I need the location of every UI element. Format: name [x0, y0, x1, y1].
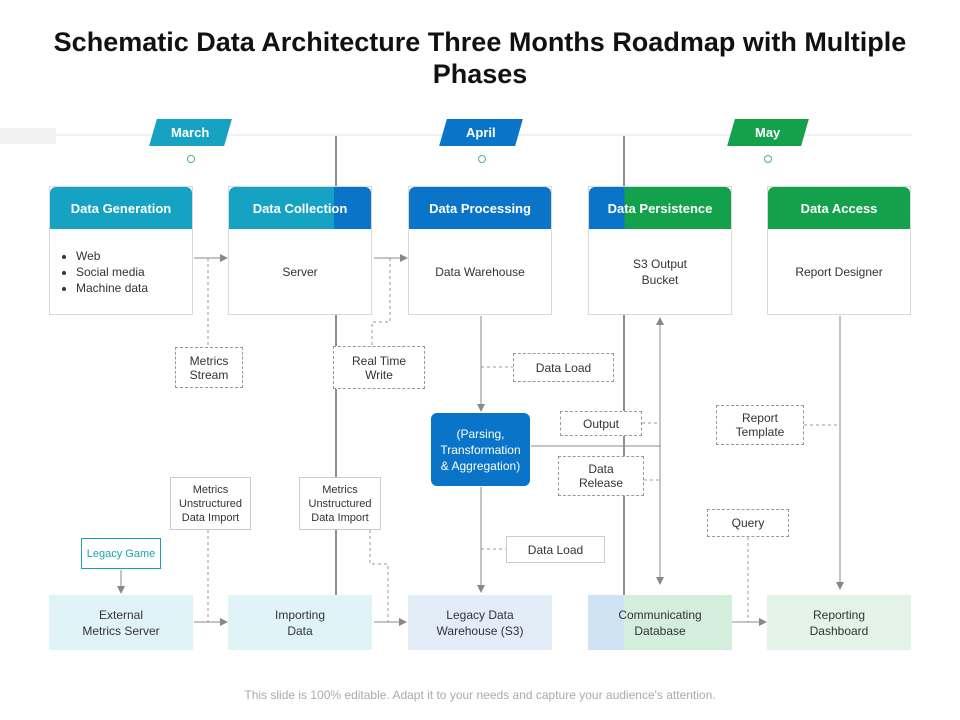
processing-step-box: (Parsing, Transformation & Aggregation)	[431, 413, 530, 486]
phase-title: Data Generation	[50, 187, 192, 229]
label-data-release: Data Release	[558, 456, 644, 496]
phase-title: Data Collection	[229, 187, 371, 229]
reporting-dashboard-box: Reporting Dashboard	[767, 595, 911, 650]
phase-body: S3 Output Bucket	[632, 256, 688, 287]
month-label: March	[171, 125, 210, 140]
external-metrics-server-box: External Metrics Server	[49, 595, 193, 650]
label-metrics-stream: Metrics Stream	[175, 347, 243, 388]
phase-card-data-processing: Data Processing Data Warehouse	[408, 186, 552, 315]
timeline-dot	[187, 155, 195, 163]
phase-card-data-persistence: Data Persistence S3 Output Bucket	[588, 186, 732, 315]
phase-title: Data Access	[768, 187, 910, 229]
bullet-list: Web Social media Machine data	[50, 248, 192, 296]
timeline-dot	[478, 155, 486, 163]
list-item: Machine data	[76, 280, 192, 296]
dashed-connector	[371, 258, 391, 346]
label-query: Query	[707, 509, 789, 537]
phase-body: Web Social media Machine data	[50, 229, 192, 314]
phase-body: Server	[282, 264, 318, 279]
phase-body: Report Designer	[795, 264, 883, 279]
importing-data-box: Importing Data	[228, 595, 372, 650]
footer-note: This slide is 100% editable. Adapt it to…	[244, 688, 716, 702]
timeline-start-tab	[0, 128, 56, 144]
label-report-template: Report Template	[716, 405, 804, 445]
month-label: May	[755, 125, 781, 140]
label-real-time-write: Real Time Write	[333, 346, 425, 389]
phase-title: Data Persistence	[589, 187, 731, 229]
list-item: Social media	[76, 264, 192, 280]
list-item: Web	[76, 248, 192, 264]
phase-card-data-access: Data Access Report Designer	[767, 186, 911, 315]
month-label: April	[466, 125, 496, 140]
legacy-data-warehouse-box: Legacy Data Warehouse (S3)	[408, 595, 552, 650]
label-data-load-bottom: Data Load	[506, 536, 605, 563]
communicating-database-box: Communicating Database	[588, 595, 732, 650]
month-tag-may: May	[727, 119, 809, 146]
label-metrics-import-2: Metrics Unstructured Data Import	[299, 477, 381, 530]
timeline-dot	[764, 155, 772, 163]
month-tag-march: March	[149, 119, 232, 146]
legacy-game-box: Legacy Game	[81, 538, 161, 569]
label-metrics-import-1: Metrics Unstructured Data Import	[170, 477, 251, 530]
page-title: Schematic Data Architecture Three Months…	[53, 27, 907, 89]
phase-card-data-generation: Data Generation Web Social media Machine…	[49, 186, 193, 315]
month-tag-april: April	[439, 119, 523, 146]
label-output: Output	[560, 411, 642, 436]
phase-card-data-collection: Data Collection Server	[228, 186, 372, 315]
label-data-load-top: Data Load	[513, 353, 614, 382]
phase-body: Data Warehouse	[435, 264, 525, 279]
phase-title: Data Processing	[409, 187, 551, 229]
dashed-connector	[369, 530, 389, 622]
